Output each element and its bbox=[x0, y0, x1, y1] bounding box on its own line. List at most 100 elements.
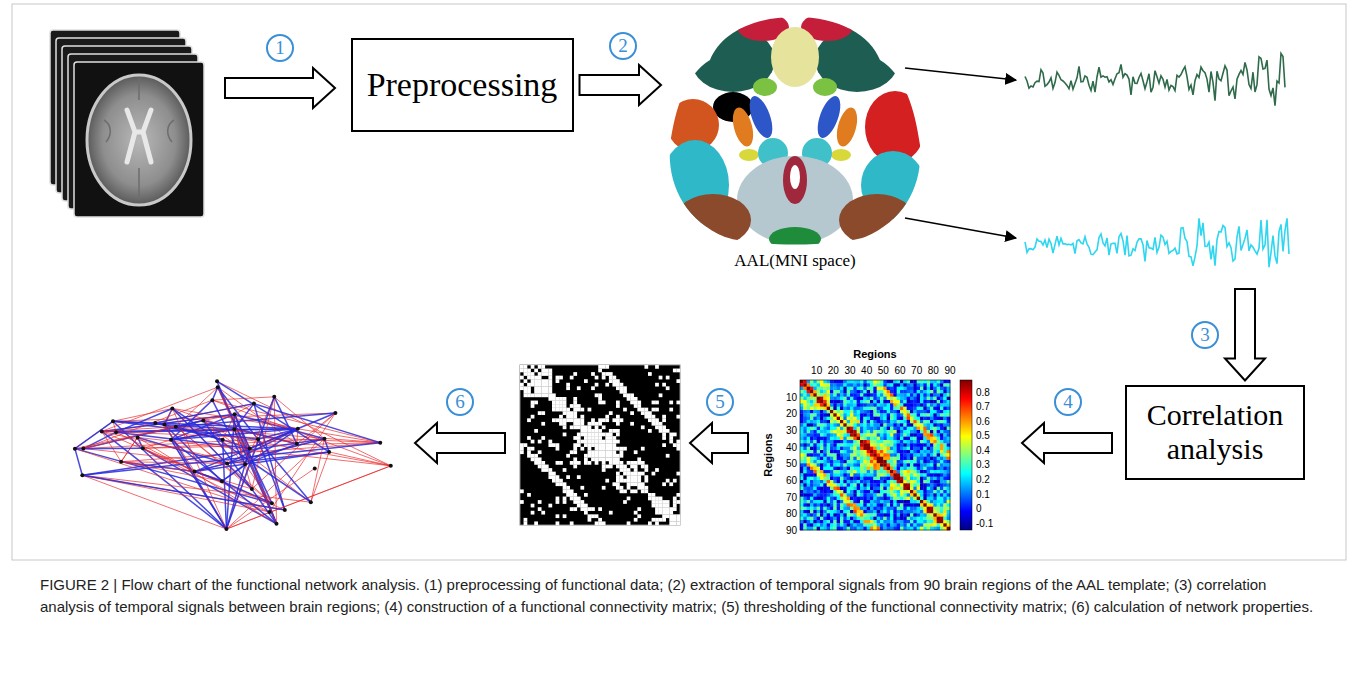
matrix-cell bbox=[923, 487, 927, 491]
matrix-cell bbox=[863, 513, 867, 517]
matrix-cell bbox=[880, 410, 884, 414]
matrix-cell bbox=[893, 490, 897, 494]
matrix-cell bbox=[937, 470, 941, 474]
matrix-cell bbox=[813, 453, 817, 457]
matrix-cell bbox=[870, 447, 874, 451]
matrix-cell bbox=[860, 453, 864, 457]
matrix-cell bbox=[833, 433, 837, 437]
matrix-cell bbox=[930, 447, 934, 451]
matrix-cell bbox=[903, 517, 907, 521]
matrix-cell bbox=[903, 490, 907, 494]
matrix-cell bbox=[893, 460, 897, 464]
matrix-cell bbox=[850, 433, 854, 437]
matrix-cell bbox=[887, 457, 891, 461]
matrix-cell bbox=[833, 467, 837, 471]
matrix-cell bbox=[920, 470, 924, 474]
matrix-cell bbox=[890, 480, 894, 484]
matrix-cell bbox=[843, 473, 847, 477]
matrix-cell bbox=[860, 387, 864, 391]
matrix-cell bbox=[883, 507, 887, 511]
matrix-cell bbox=[827, 443, 831, 447]
matrix-cell bbox=[917, 480, 921, 484]
matrix-cell bbox=[913, 493, 917, 497]
matrix-cell bbox=[887, 383, 891, 387]
matrix-cell bbox=[940, 467, 944, 471]
matrix-cell bbox=[803, 510, 807, 514]
matrix-cell bbox=[803, 457, 807, 461]
matrix-cell bbox=[867, 420, 871, 424]
matrix-cell bbox=[887, 503, 891, 507]
matrix-cell bbox=[927, 493, 931, 497]
matrix-cell bbox=[873, 433, 877, 437]
matrix-cell bbox=[913, 507, 917, 511]
matrix-cell bbox=[830, 423, 834, 427]
matrix-cell bbox=[853, 467, 857, 471]
matrix-cell bbox=[840, 417, 844, 421]
matrix-cell bbox=[807, 517, 811, 521]
matrix-cell bbox=[820, 470, 824, 474]
matrix-cell bbox=[917, 427, 921, 431]
matrix-cell bbox=[833, 390, 837, 394]
matrix-cell bbox=[820, 383, 824, 387]
matrix-cell bbox=[847, 413, 851, 417]
matrix-cell bbox=[843, 397, 847, 401]
matrix-cell bbox=[917, 460, 921, 464]
matrix-cell bbox=[807, 467, 811, 471]
matrix-cell bbox=[903, 447, 907, 451]
matrix-cell bbox=[800, 380, 804, 384]
matrix-cell bbox=[810, 400, 814, 404]
matrix-cell bbox=[937, 500, 941, 504]
matrix-cell bbox=[873, 470, 877, 474]
matrix-cell bbox=[873, 457, 877, 461]
matrix-cell bbox=[813, 463, 817, 467]
matrix-cell bbox=[853, 430, 857, 434]
matrix-cell bbox=[897, 390, 901, 394]
matrix-cell bbox=[913, 387, 917, 391]
matrix-cell bbox=[877, 387, 881, 391]
matrix-cell bbox=[867, 487, 871, 491]
matrix-cell bbox=[883, 430, 887, 434]
matrix-cell bbox=[810, 513, 814, 517]
matrix-cell bbox=[893, 457, 897, 461]
matrix-cell bbox=[940, 440, 944, 444]
atlas-region bbox=[790, 165, 800, 189]
matrix-cell bbox=[833, 487, 837, 491]
matrix-cell bbox=[853, 463, 857, 467]
matrix-cell bbox=[943, 427, 947, 431]
matrix-cell bbox=[910, 493, 914, 497]
matrix-cell bbox=[883, 510, 887, 514]
matrix-cell bbox=[867, 417, 871, 421]
matrix-cell bbox=[850, 427, 854, 431]
matrix-cell bbox=[873, 497, 877, 501]
matrix-cell bbox=[930, 437, 934, 441]
matrix-cell bbox=[923, 417, 927, 421]
matrix-cell bbox=[850, 430, 854, 434]
matrix-cell bbox=[943, 460, 947, 464]
matrix-cell bbox=[920, 487, 924, 491]
matrix-cell bbox=[820, 433, 824, 437]
matrix-cell bbox=[897, 397, 901, 401]
matrix-cell bbox=[933, 397, 937, 401]
matrix-cell bbox=[807, 470, 811, 474]
matrix-cell bbox=[883, 497, 887, 501]
matrix-cell bbox=[907, 453, 911, 457]
matrix-cell bbox=[883, 397, 887, 401]
matrix-cell bbox=[870, 463, 874, 467]
matrix-cell bbox=[917, 457, 921, 461]
matrix-cell bbox=[847, 480, 851, 484]
matrix-cell bbox=[890, 493, 894, 497]
matrix-cell bbox=[867, 430, 871, 434]
matrix-cell bbox=[813, 413, 817, 417]
matrix-cell bbox=[847, 470, 851, 474]
matrix-cell bbox=[900, 423, 904, 427]
matrix-cell bbox=[880, 473, 884, 477]
matrix-cell bbox=[937, 390, 941, 394]
matrix-cell bbox=[893, 453, 897, 457]
matrix-cell bbox=[813, 467, 817, 471]
matrix-cell bbox=[903, 417, 907, 421]
matrix-cell bbox=[940, 503, 944, 507]
matrix-cell bbox=[887, 493, 891, 497]
matrix-cell bbox=[820, 503, 824, 507]
matrix-cell bbox=[913, 483, 917, 487]
matrix-cell bbox=[927, 517, 931, 521]
